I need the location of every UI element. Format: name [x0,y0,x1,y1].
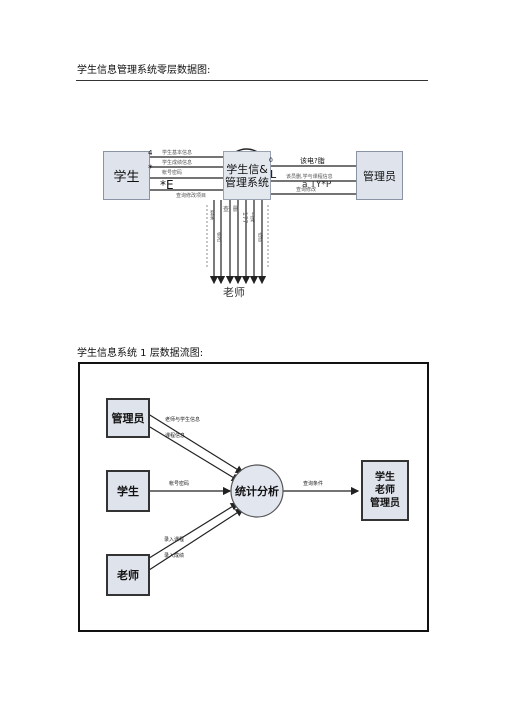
left-flow-label: 学生基本信息 [162,150,193,156]
bottom-flow-label: 177 [241,212,248,224]
left-flow-mark: * [148,164,153,174]
sink-label-line2: 老师 [375,485,395,496]
process-system: 学生信& 管理系统 [223,151,271,200]
left-flow-label: 学生成绩信息 [162,160,193,166]
bottom-flow-label: 成绩 [257,232,263,242]
left-flow-label: 帐号密码 [162,170,183,176]
level1-student-label: 学生 [117,485,139,498]
level1-diagram-heading: 学生信息系统 1 层数据流图: [77,348,204,359]
level1-entity-teacher: 老师 [106,554,150,596]
bottom-flow-label: 查 [223,206,230,213]
left-flow-mark: 4 [148,149,153,157]
admin-flow-label: 课程信息 [165,433,186,439]
right-flow-mark: L [270,168,277,181]
level1-sink: 学生 老师 管理员 [361,460,409,521]
entity-student: 学生 [103,151,150,200]
level1-teacher-label: 老师 [117,569,139,582]
level1-entity-admin: 管理员 [106,398,150,438]
flow-arrow [144,411,245,474]
admin-flow-label: 老师与学生信息 [165,417,201,423]
teacher-flow-label: 录入课程 [164,537,185,543]
level1-entity-student: 学生 [106,470,150,512]
bottom-flow-label: 修改 [216,232,222,242]
process-label-line1: 学生信& [226,162,268,176]
flow-arrow [145,508,245,573]
entity-teacher-label: 老师 [223,286,245,299]
bottom-flow-label: 登录 [209,210,215,220]
bottom-flow-label: 删 [233,206,240,213]
level1-admin-label: 管理员 [111,412,145,425]
context-diagram-heading: 学生信息管理系统零层数据图: [77,65,211,76]
heading-underline [76,80,428,81]
student-flow-label: 帐号密码 [169,481,190,487]
process-statistics-label: 统计分析 [235,485,279,498]
flow-arrow [144,423,241,482]
left-flow-label: 查询修改项目 [176,193,207,199]
entity-student-label: 学生 [113,170,140,185]
entity-admin-label: 管理员 [363,169,396,183]
left-flow-mark: *E [160,178,174,192]
bottom-flow-label: 上课 [249,212,255,222]
sink-label-line3: 管理员 [370,498,400,509]
right-flow-label: 该电?脂 [300,157,325,165]
entity-admin: 管理员 [356,151,403,200]
right-flow-label: 查询修改 [296,187,317,193]
teacher-flow-label: 录入成绩 [164,553,185,559]
level1-frame [78,362,429,632]
right-flow-label: 该员删,学与课程信息 [286,174,333,180]
flow-arrow [145,502,240,561]
right-flow-mark: a TY*P [302,180,332,190]
sink-label-line1: 学生 [375,472,395,483]
process-label-line2: 管理系统 [225,175,269,189]
right-flow-mark: 0 [269,157,273,164]
output-flow-label: 查询条件 [303,481,324,487]
process-circle [230,464,284,518]
